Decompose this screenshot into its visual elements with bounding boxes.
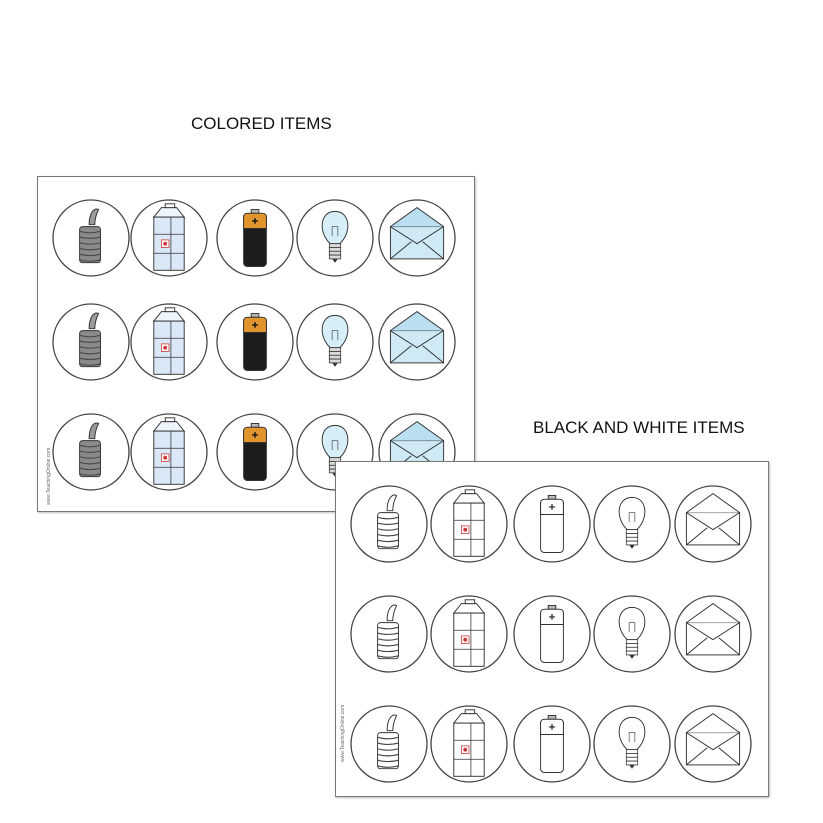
item-circle xyxy=(378,303,456,381)
milk-carton-icon xyxy=(452,489,486,557)
item-circle xyxy=(430,485,508,563)
light-bulb-icon xyxy=(321,314,349,367)
light-bulb-icon xyxy=(321,210,349,263)
item-circle xyxy=(593,485,671,563)
watermark: www.TeachingOnline.com xyxy=(340,704,346,762)
item-circle xyxy=(513,595,591,673)
item-circle xyxy=(296,199,374,277)
item-circle xyxy=(350,485,428,563)
item-circle xyxy=(350,705,428,783)
item-circle xyxy=(513,705,591,783)
envelope-icon xyxy=(389,311,445,364)
envelope-icon xyxy=(685,493,741,546)
milk-carton-icon xyxy=(152,203,186,271)
envelope-icon xyxy=(685,603,741,656)
can-icon xyxy=(79,208,101,264)
battery-icon xyxy=(540,605,564,663)
item-circle xyxy=(674,485,752,563)
battery-icon xyxy=(540,495,564,553)
black-and-white-items-grid xyxy=(350,485,752,783)
black-and-white-items-sheet: www.TeachingOnline.com xyxy=(335,461,769,797)
item-circle xyxy=(593,595,671,673)
battery-icon xyxy=(243,423,267,481)
colored-items-sheet: www.TeachingOnline.com xyxy=(37,176,475,512)
item-circle xyxy=(216,413,294,491)
black-and-white-items-heading: BLACK AND WHITE ITEMS xyxy=(533,418,745,437)
milk-carton-icon xyxy=(152,417,186,485)
milk-carton-icon xyxy=(452,709,486,777)
battery-icon xyxy=(540,715,564,773)
colored-items-heading: COLORED ITEMS xyxy=(191,114,332,133)
can-icon xyxy=(79,312,101,368)
item-circle xyxy=(378,199,456,277)
watermark: www.TeachingOnline.com xyxy=(46,447,52,505)
light-bulb-icon xyxy=(618,716,646,769)
item-circle xyxy=(216,303,294,381)
can-icon xyxy=(377,604,399,660)
item-circle xyxy=(674,705,752,783)
item-circle xyxy=(430,705,508,783)
item-circle xyxy=(52,413,130,491)
milk-carton-icon xyxy=(152,307,186,375)
item-circle xyxy=(216,199,294,277)
battery-icon xyxy=(243,313,267,371)
can-icon xyxy=(377,494,399,550)
colored-items-grid xyxy=(52,199,456,491)
battery-icon xyxy=(243,209,267,267)
can-icon xyxy=(79,422,101,478)
envelope-icon xyxy=(389,207,445,260)
item-circle xyxy=(430,595,508,673)
item-circle xyxy=(674,595,752,673)
can-icon xyxy=(377,714,399,770)
item-circle xyxy=(350,595,428,673)
envelope-icon xyxy=(685,713,741,766)
item-circle xyxy=(593,705,671,783)
light-bulb-icon xyxy=(618,606,646,659)
item-circle xyxy=(130,303,208,381)
item-circle xyxy=(513,485,591,563)
light-bulb-icon xyxy=(618,496,646,549)
milk-carton-icon xyxy=(452,599,486,667)
item-circle xyxy=(52,303,130,381)
item-circle xyxy=(52,199,130,277)
item-circle xyxy=(296,303,374,381)
item-circle xyxy=(130,413,208,491)
item-circle xyxy=(130,199,208,277)
